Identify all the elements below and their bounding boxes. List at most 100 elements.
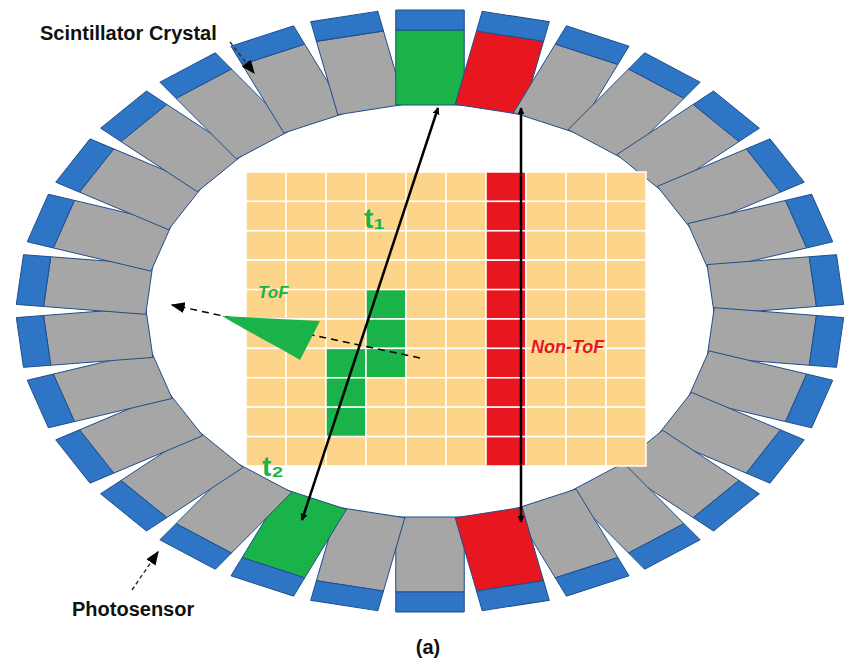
- image-voxel: [326, 348, 366, 377]
- image-voxel: [326, 172, 366, 201]
- image-voxel: [566, 437, 606, 466]
- image-voxel: [246, 201, 286, 230]
- tof-lor-arrow: [302, 108, 438, 520]
- image-voxel: [606, 378, 646, 407]
- image-voxel: [606, 231, 646, 260]
- photosensor: [16, 255, 50, 307]
- image-voxel: [566, 231, 606, 260]
- detector-block: [455, 507, 549, 610]
- photosensor: [56, 430, 114, 483]
- photosensor: [477, 11, 550, 41]
- photosensor: [746, 430, 804, 483]
- image-voxel: [606, 172, 646, 201]
- image-voxel: [446, 348, 486, 377]
- tof-kernel: [172, 305, 420, 360]
- image-voxel: [526, 201, 566, 230]
- method-label: Non-ToF: [531, 338, 604, 358]
- photosensor: [555, 26, 629, 65]
- photosensor: [396, 10, 465, 30]
- image-voxel: [366, 378, 406, 407]
- image-grid: [246, 172, 646, 466]
- time-label: t₂: [262, 452, 284, 483]
- image-voxel: [366, 437, 406, 466]
- image-voxel: [566, 378, 606, 407]
- detector-block: [707, 255, 844, 315]
- photosensor: [311, 581, 384, 611]
- photosensor: [27, 374, 74, 428]
- image-voxel: [566, 260, 606, 289]
- leader-line: [132, 552, 158, 590]
- image-voxel: [286, 172, 326, 201]
- image-voxel: [606, 290, 646, 319]
- photosensor: [311, 11, 384, 41]
- photosensor: [786, 194, 833, 248]
- photosensor: [693, 91, 759, 142]
- detector-block: [16, 308, 153, 368]
- image-voxel: [326, 290, 366, 319]
- image-voxel: [526, 407, 566, 436]
- photosensor: [629, 53, 701, 99]
- photosensor: [101, 480, 167, 531]
- image-voxel: [246, 378, 286, 407]
- image-voxel: [606, 437, 646, 466]
- photosensor: [160, 524, 232, 570]
- detector-block: [396, 10, 465, 105]
- image-voxel: [446, 407, 486, 436]
- scintillator-crystal: [316, 31, 404, 115]
- part-label: Photosensor: [72, 598, 194, 620]
- photosensor: [160, 53, 232, 99]
- photosensor: [477, 581, 550, 611]
- photosensor: [27, 194, 74, 248]
- scintillator-crystal: [396, 517, 465, 592]
- non-tof-lor-arrow: [520, 108, 523, 522]
- image-voxel: [566, 407, 606, 436]
- image-voxel: [446, 290, 486, 319]
- image-voxel: [326, 201, 366, 230]
- image-voxel: [606, 201, 646, 230]
- photosensor: [396, 592, 465, 612]
- image-voxel: [366, 172, 406, 201]
- image-voxel: [526, 172, 566, 201]
- image-voxel: [566, 290, 606, 319]
- detector-block: [311, 11, 405, 114]
- image-voxel: [246, 348, 286, 377]
- image-voxel: [446, 319, 486, 348]
- image-voxel: [366, 407, 406, 436]
- image-voxel: [286, 290, 326, 319]
- detector-block: [396, 517, 465, 612]
- image-voxel: [406, 231, 446, 260]
- image-voxel: [526, 260, 566, 289]
- image-voxel: [526, 437, 566, 466]
- image-voxel: [366, 348, 406, 377]
- time-label: t₁: [364, 204, 385, 235]
- image-voxel: [526, 378, 566, 407]
- image-voxel: [446, 231, 486, 260]
- image-voxel: [446, 260, 486, 289]
- image-voxel: [326, 437, 366, 466]
- scintillator-crystal: [455, 507, 543, 591]
- photosensor: [693, 480, 759, 531]
- image-voxel: [406, 319, 446, 348]
- photosensor: [101, 91, 167, 142]
- image-voxel: [286, 260, 326, 289]
- photosensor: [629, 524, 701, 570]
- image-voxel: [606, 407, 646, 436]
- image-voxel: [406, 201, 446, 230]
- image-voxel: [526, 290, 566, 319]
- image-voxel: [406, 407, 446, 436]
- image-voxel: [246, 407, 286, 436]
- scintillator-crystal: [396, 30, 465, 105]
- image-voxel: [286, 201, 326, 230]
- leader-line: [230, 42, 254, 73]
- image-voxel: [566, 201, 606, 230]
- scintillator-crystal: [707, 257, 816, 315]
- scintillator-crystal: [44, 308, 153, 366]
- image-voxel: [406, 290, 446, 319]
- image-voxel: [286, 407, 326, 436]
- image-voxel: [606, 348, 646, 377]
- image-voxel: [446, 437, 486, 466]
- image-voxel: [446, 172, 486, 201]
- photosensor: [809, 255, 843, 307]
- image-voxel: [326, 231, 366, 260]
